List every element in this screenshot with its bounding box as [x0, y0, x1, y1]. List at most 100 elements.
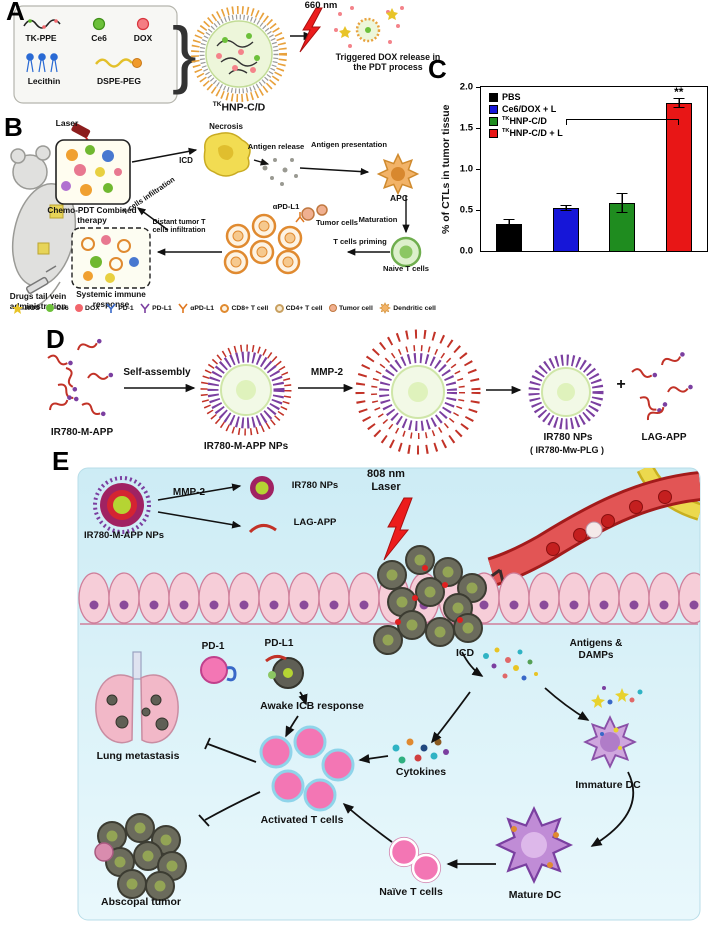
laser-808-label2: Laser: [371, 481, 401, 493]
systemic-caption: Systemic immune response: [76, 290, 146, 309]
primary-tumor-mass: [373, 545, 487, 655]
awake-icb-label: Awake ICB response: [260, 700, 364, 712]
laser-bolt-icon: [299, 7, 323, 53]
laser-device-icon: [71, 122, 91, 138]
antigen-specks: [262, 158, 298, 186]
primary-caption: Chemo-PDT Combined therapy: [47, 206, 137, 225]
laser-label: Laser: [55, 118, 79, 128]
legend-row-pbs: PBS: [489, 92, 563, 102]
plus-sign: +: [616, 376, 626, 393]
apdl1-antibody-icon: [295, 212, 305, 223]
bar-group: [481, 87, 538, 251]
tumor-cell-icon: [328, 304, 337, 312]
chart-plot-area: 2.0 1.5 1.0 0.5 0.0 ** PBS Ce6/DOX + L T…: [460, 82, 708, 257]
error-bar: [673, 98, 685, 109]
antigen-presentation-label: Antigen presentation: [311, 140, 387, 149]
naive-label-b: Naive T cells: [382, 264, 429, 273]
legend-swatch: [489, 92, 498, 102]
panel-a-art: }: [13, 5, 404, 104]
antigen-damp-specks: [591, 686, 643, 708]
panel-b-letter: B: [4, 112, 23, 142]
pdl1-label: PD-L1: [264, 638, 294, 649]
panel-d-art: [46, 329, 695, 455]
mmp2-label-d: MMP-2: [310, 367, 344, 378]
ir780np-sublabel: ( IR780-Mw-PLG ): [529, 445, 604, 455]
legend-row-tkhnp-l: TKHNP-C/D + L: [489, 128, 563, 138]
lung-metastasis-label: Lung metastasis: [96, 750, 180, 762]
dendritic-icon: [379, 302, 391, 314]
admin-label: Drugs tail vein administration: [9, 292, 67, 311]
tumor-cells-label: Tumor cells: [315, 218, 359, 227]
maturation-label: Maturation: [358, 215, 398, 224]
laser-660-label: 660 nm: [304, 0, 338, 11]
ros-icon: [12, 302, 23, 314]
necrosis-label: Necrosis: [209, 122, 243, 131]
icd-label-b: ICD: [179, 156, 193, 165]
lag-app-label-e: LAG-APP: [293, 517, 337, 528]
legend-item-pd1: PD-1: [106, 303, 134, 313]
legend-item-ros: ROS: [12, 302, 40, 314]
panel-e-letter: E: [52, 446, 70, 476]
tkppe-label: TK-PPE: [25, 33, 57, 43]
distant-label: Distant tumor T cells infiltration: [152, 217, 206, 235]
legend-item-cd4: CD4+ T cell: [274, 303, 323, 313]
dox-label: DOX: [133, 33, 153, 43]
y-tick-label: 1.0: [459, 163, 473, 175]
curly-brace: }: [172, 12, 197, 95]
epithelial-layer: [78, 572, 700, 625]
abscopal-tumor-mass: [94, 813, 187, 901]
inhibition-bars: [198, 737, 261, 827]
antigen-release-label: Antigen release: [247, 142, 305, 151]
pdl1-cell: [265, 654, 304, 689]
panel-e-arrows: [285, 651, 635, 869]
ros-sparks: [339, 8, 398, 38]
mmp2-label-e: MMP-2: [172, 487, 206, 498]
released-nanoparticle: [355, 17, 381, 43]
laser-bolt-e-icon: [383, 497, 413, 561]
swollen-np: [355, 329, 481, 455]
cd4-icon: [274, 303, 284, 313]
bar-group: [538, 87, 595, 251]
legend-swatch: [489, 104, 498, 114]
distant-tumor-cells: [81, 235, 139, 283]
panel-c-letter: C: [428, 54, 447, 84]
icd-label-e: ICD: [455, 647, 475, 659]
lag-app-squiggles: [630, 349, 695, 423]
immature-dc-cell: [584, 716, 636, 768]
pdt-result-label: Triggered DOX release in the PDT process: [335, 52, 441, 73]
ce6-icon: [92, 17, 106, 31]
bar: [496, 223, 523, 251]
immune-cell-in-vessel: [585, 521, 603, 539]
chart-legend: PBS Ce6/DOX + L TKHNP-C/D TKHNP-C/D + L: [489, 92, 563, 140]
np-d-label: IR780-M-APP NPs: [203, 441, 289, 452]
bar: [665, 103, 692, 251]
laser-808-label: 808 nm: [367, 468, 405, 480]
pdl1-icon: [140, 303, 150, 313]
y-tick-mark: [476, 87, 481, 88]
legend-item-dox: DOX: [75, 304, 100, 312]
y-tick-mark: [476, 210, 481, 211]
icd-specks: [483, 647, 538, 681]
primary-tumor-cells: [61, 145, 122, 196]
pd1-label: PD-1: [201, 641, 225, 652]
pd1-icon: [106, 303, 116, 313]
self-assembly-label: Self-assembly: [123, 367, 191, 378]
panel-b-arrows: [131, 147, 410, 256]
naive-t-label-e: Naïve T cells: [379, 886, 443, 898]
syringe-icon: [25, 265, 57, 294]
ir780-np: [528, 354, 604, 430]
panel-b-legend: ROS Ce6 DOX PD-1 PD-L1 αPD-L1 CD8+ T cel…: [12, 302, 436, 314]
chart-bars: [481, 87, 707, 251]
y-tick-mark: [476, 169, 481, 170]
significance-bracket: [565, 119, 679, 125]
y-tick-label: 2.0: [459, 81, 473, 93]
panel-b-art: [10, 122, 422, 310]
legend-swatch: [489, 128, 498, 138]
legend-item-apdl1: αPD-L1: [178, 303, 214, 313]
distant-tumor-site: [37, 242, 50, 255]
np-e-label: IR780-M-APP NPs: [83, 530, 165, 541]
bar-group: [594, 87, 651, 251]
error-bar: [503, 219, 515, 228]
